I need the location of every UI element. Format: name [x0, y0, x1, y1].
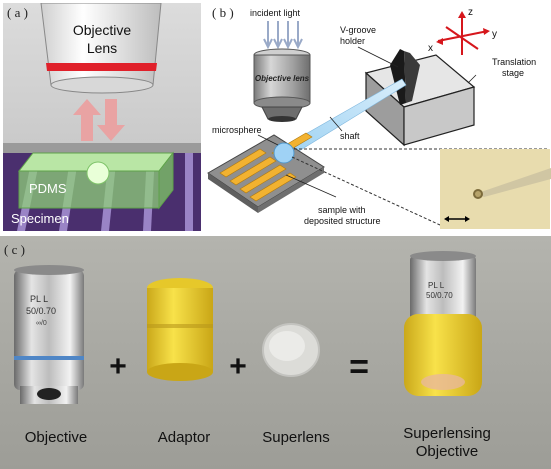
- translation-label-1: Translation: [492, 57, 536, 67]
- v-groove-holder: [390, 49, 420, 105]
- xyz-axes: [436, 11, 490, 55]
- pdms-side: [158, 151, 174, 210]
- objective-lens-b: [253, 48, 311, 122]
- objective-lens-a: [40, 3, 162, 94]
- objective-lens-b-label: Objective lens: [255, 74, 310, 83]
- caption-adaptor: Adaptor: [158, 429, 211, 446]
- microsphere-b: [273, 142, 295, 164]
- engraving-left-3: ∞/0: [36, 320, 47, 327]
- translation-label-2: stage: [502, 68, 524, 78]
- engraving-left-2: 50/0.70: [26, 306, 56, 316]
- caption-objective: Objective: [25, 429, 88, 446]
- objective-text-a-1: Objective: [73, 22, 132, 38]
- objective-text-a-2: Lens: [87, 40, 117, 56]
- vgroove-label-1: V-groove: [340, 25, 376, 35]
- caption-superlensing-1: Superlensing: [403, 425, 491, 442]
- sample-label-1: sample with: [318, 205, 366, 215]
- microsphere-label: microsphere: [212, 125, 262, 135]
- light-arrows: [73, 99, 125, 141]
- engraving-left-1: PL L: [30, 294, 48, 304]
- callout-line-2: [291, 156, 441, 226]
- caption-superlensing-2: Objective: [416, 443, 479, 460]
- microsphere-a: [86, 161, 110, 185]
- panel-b-illustration: Objective lens: [206, 3, 551, 231]
- panel-c-photo: PL L 50/0.70 ∞/0 PL L 50/0.70 + + =: [0, 236, 551, 469]
- axis-z-label: z: [468, 7, 473, 18]
- panel-c: PL L 50/0.70 ∞/0 PL L 50/0.70 + + =: [0, 236, 551, 469]
- specimen-label: Specimen: [11, 211, 69, 226]
- sample-board: [207, 132, 325, 213]
- engraving-right-1: PL L: [428, 281, 445, 290]
- shaft-label: shaft: [340, 131, 360, 141]
- superlensing-objective-photo: [404, 251, 482, 396]
- panel-b-label: ( b ): [212, 5, 234, 20]
- plus-sign-2: +: [229, 350, 247, 383]
- axis-x-label: x: [428, 43, 433, 54]
- pointer-lines: [257, 46, 477, 198]
- translation-stage: [364, 54, 476, 147]
- caption-superlens: Superlens: [262, 429, 330, 446]
- incident-light-arrows: [263, 21, 303, 50]
- panel-a: Objective Lens PDMS Specimen ( a ): [3, 3, 201, 231]
- adaptor-photo: [147, 278, 213, 381]
- inset-photo: [440, 149, 551, 229]
- incident-light-label: incident light: [250, 8, 301, 18]
- panel-b: Objective lens: [206, 3, 551, 231]
- panel-a-label: ( a ): [7, 5, 28, 20]
- engraving-right-2: 50/0.70: [426, 291, 453, 300]
- objective-photo: [14, 265, 84, 404]
- vgroove-label-2: holder: [340, 36, 365, 46]
- panel-c-label: ( c ): [4, 242, 25, 257]
- panel-a-illustration: Objective Lens PDMS Specimen: [3, 3, 201, 231]
- axis-y-label: y: [492, 29, 497, 40]
- equals-sign: =: [349, 348, 369, 386]
- pdms-label: PDMS: [29, 181, 67, 196]
- sample-label-2: deposited structure: [304, 216, 381, 226]
- superlens-photo: [262, 323, 320, 377]
- plus-sign-1: +: [109, 350, 127, 383]
